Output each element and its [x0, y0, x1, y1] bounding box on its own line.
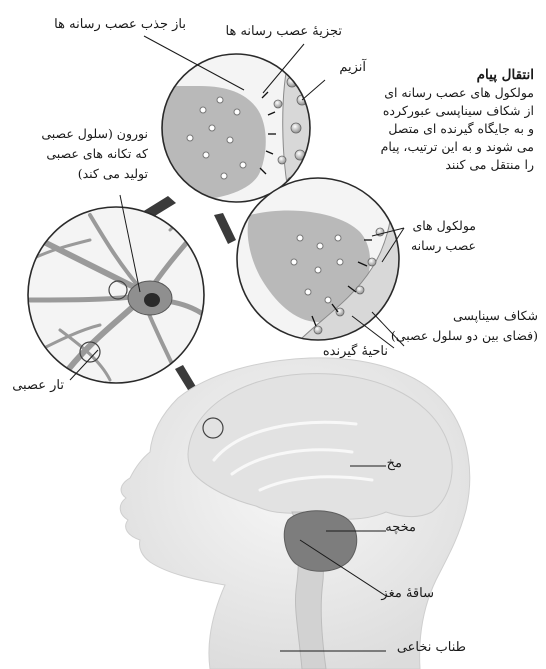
- neuron-line: که تکانه های عصبی: [41, 144, 148, 164]
- transmission-description: انتقال پیام مولکول های عصب رسانه ای از ش…: [381, 66, 534, 174]
- transmission-title: انتقال پیام: [381, 66, 534, 84]
- label-synaptic-cleft: شکاف سیناپسی (فضای بین دو سلول عصبی): [391, 306, 538, 346]
- transmission-line: از شکاف سیناپسی عبورکرده: [381, 102, 534, 120]
- neuron-line: نورون (سلول عصبی: [41, 124, 148, 144]
- cleft-line: (فضای بین دو سلول عصبی): [391, 326, 538, 346]
- label-brainstem: ساقۀ مغز: [381, 586, 434, 602]
- transmission-line: و به جایگاه گیرنده ای متصل: [381, 120, 534, 138]
- label-reuptake: باز جذب عصب رسانه ها: [54, 17, 186, 33]
- label-breakdown: تجزیۀ عصب رسانه ها: [226, 24, 343, 40]
- cleft-line: شکاف سیناپسی: [391, 306, 538, 326]
- label-neurotransmitter-molecules: مولکول های عصب رسانه: [411, 216, 476, 256]
- head-brain-illustration: [120, 358, 470, 669]
- label-receptor-site: ناحیۀ گیرنده: [323, 344, 388, 360]
- label-spinal-cord: طناب نخاعی: [397, 640, 466, 656]
- cerebellum-shape: [284, 511, 356, 572]
- label-cerebellum: مخچه: [385, 520, 416, 536]
- neuron-line: تولید می کند): [41, 164, 148, 184]
- neuron-nucleus: [144, 293, 160, 307]
- label-nerve-fiber: تار عصبی: [12, 378, 64, 394]
- neuron-zoom-circle: [28, 207, 210, 383]
- transmission-line: می شوند و به این ترتیب، پیام: [381, 138, 534, 156]
- label-enzyme: آنزیم: [339, 60, 366, 76]
- label-neuron: نورون (سلول عصبی که تکانه های عصبی تولید…: [41, 124, 148, 184]
- label-brain: مخ: [387, 456, 402, 472]
- molecules-line: عصب رسانه: [411, 236, 476, 256]
- molecules-line: مولکول های: [411, 216, 476, 236]
- transmission-line: را منتقل می کنند: [381, 156, 534, 174]
- transmission-line: مولکول های عصب رسانه ای: [381, 84, 534, 102]
